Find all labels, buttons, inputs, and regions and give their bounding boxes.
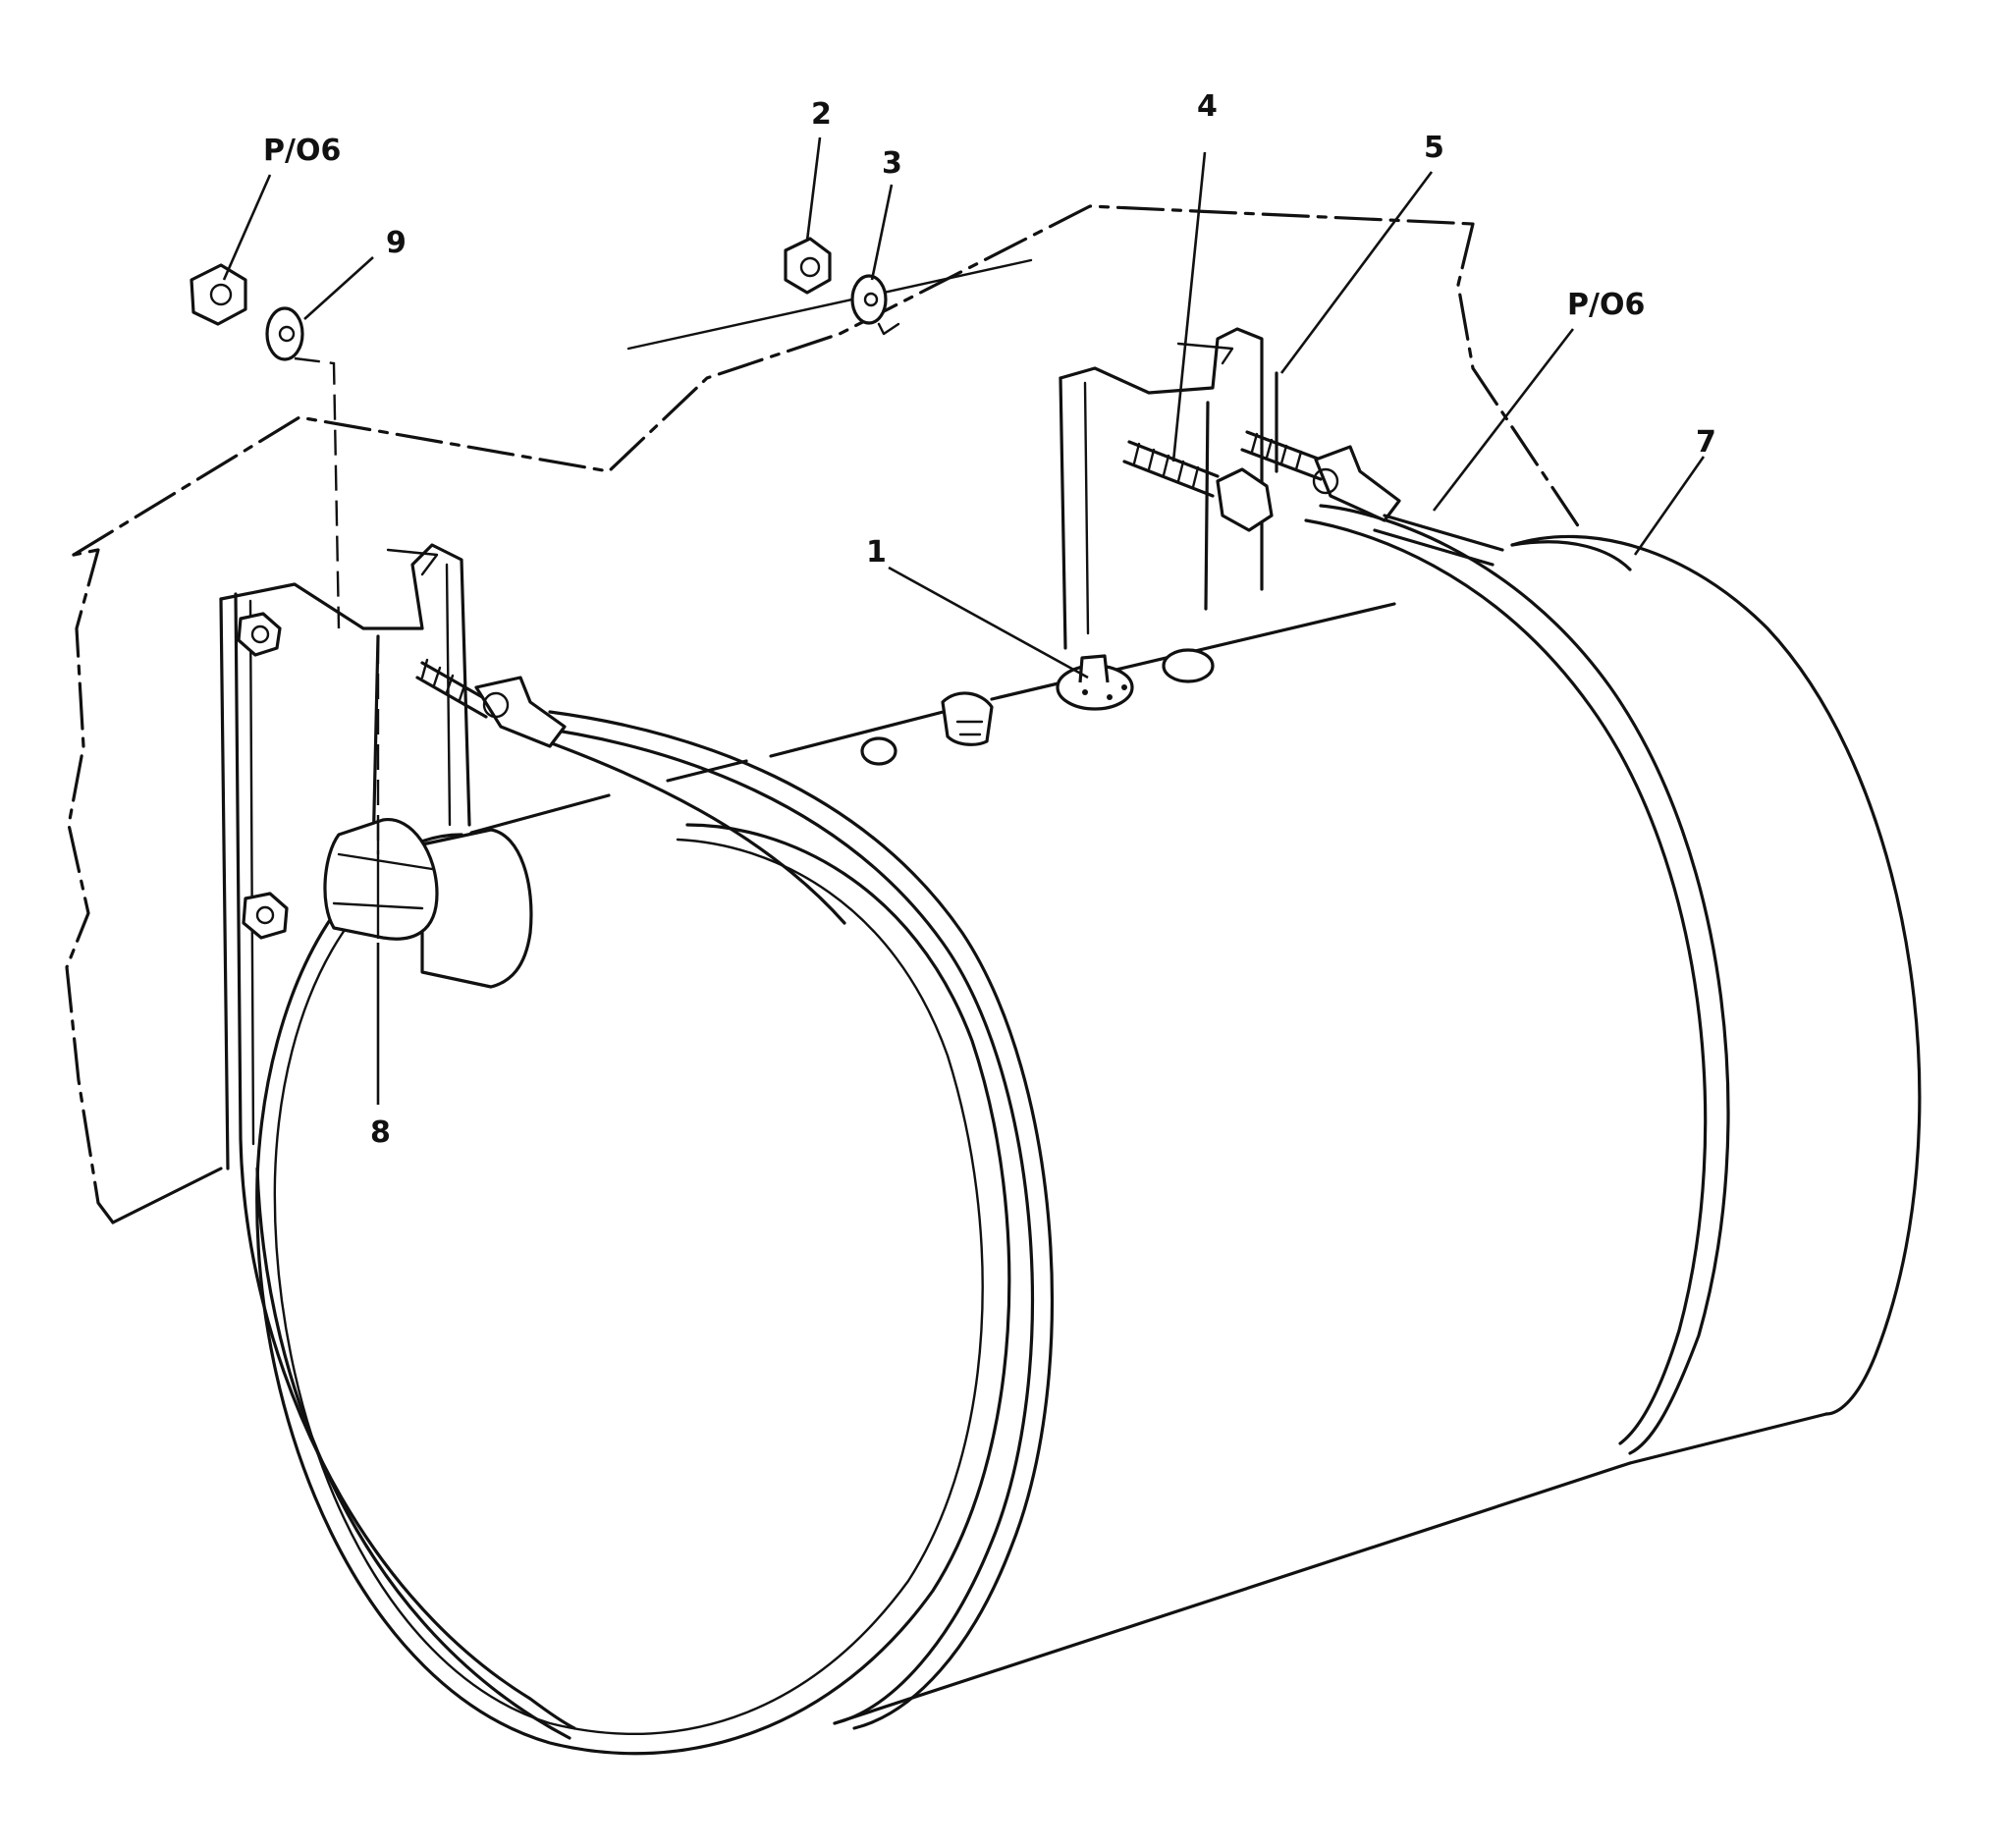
filler-neck-assembly — [323, 818, 533, 989]
callout-5: 5 — [1424, 131, 1444, 165]
callout-3: 3 — [882, 146, 902, 181]
right-mounting-bracket — [1059, 327, 1504, 650]
leader-p06-left — [222, 174, 272, 281]
leader-p06-right — [1432, 328, 1575, 512]
callout-8: 8 — [370, 1115, 391, 1150]
loose-hardware — [190, 237, 900, 854]
callout-p06-right: P/O6 — [1567, 288, 1645, 322]
callout-4: 4 — [1197, 89, 1218, 124]
callout-9: 9 — [386, 226, 407, 260]
leader-5 — [1279, 171, 1434, 374]
leader-2 — [805, 136, 822, 242]
lockwasher-3 — [850, 274, 888, 325]
leader-3 — [870, 184, 894, 281]
nut-p06 — [190, 263, 247, 326]
callout-7: 7 — [1696, 425, 1716, 460]
hose-clamp — [941, 691, 994, 746]
callout-labels: P/O6 9 2 3 4 5 P/O6 7 1 8 — [263, 89, 1716, 1150]
callout-p06-left: P/O6 — [263, 134, 341, 168]
leader-4 — [1171, 151, 1207, 462]
callout-2: 2 — [811, 97, 832, 132]
leader-9 — [303, 256, 374, 320]
callout-leaders — [222, 136, 1706, 1105]
bracket-bolt-upper — [237, 612, 282, 657]
tank-top-fittings — [860, 648, 1215, 766]
rear-strap-band — [1304, 504, 1730, 1455]
bracket-bolt-lower — [242, 892, 289, 940]
plug-right — [1162, 648, 1215, 683]
leader-1 — [888, 566, 1089, 679]
filler-cap — [323, 818, 439, 941]
frame-phantom-outline — [65, 204, 1583, 1224]
bolt-head-4 — [1216, 467, 1274, 532]
left-mounting-bracket — [219, 543, 567, 1170]
washer-9 — [265, 306, 304, 361]
leader-7 — [1633, 456, 1706, 556]
callout-1: 1 — [866, 535, 887, 570]
plug-left — [860, 736, 897, 766]
nut-2 — [784, 237, 832, 295]
front-strap-band — [234, 592, 1054, 1740]
